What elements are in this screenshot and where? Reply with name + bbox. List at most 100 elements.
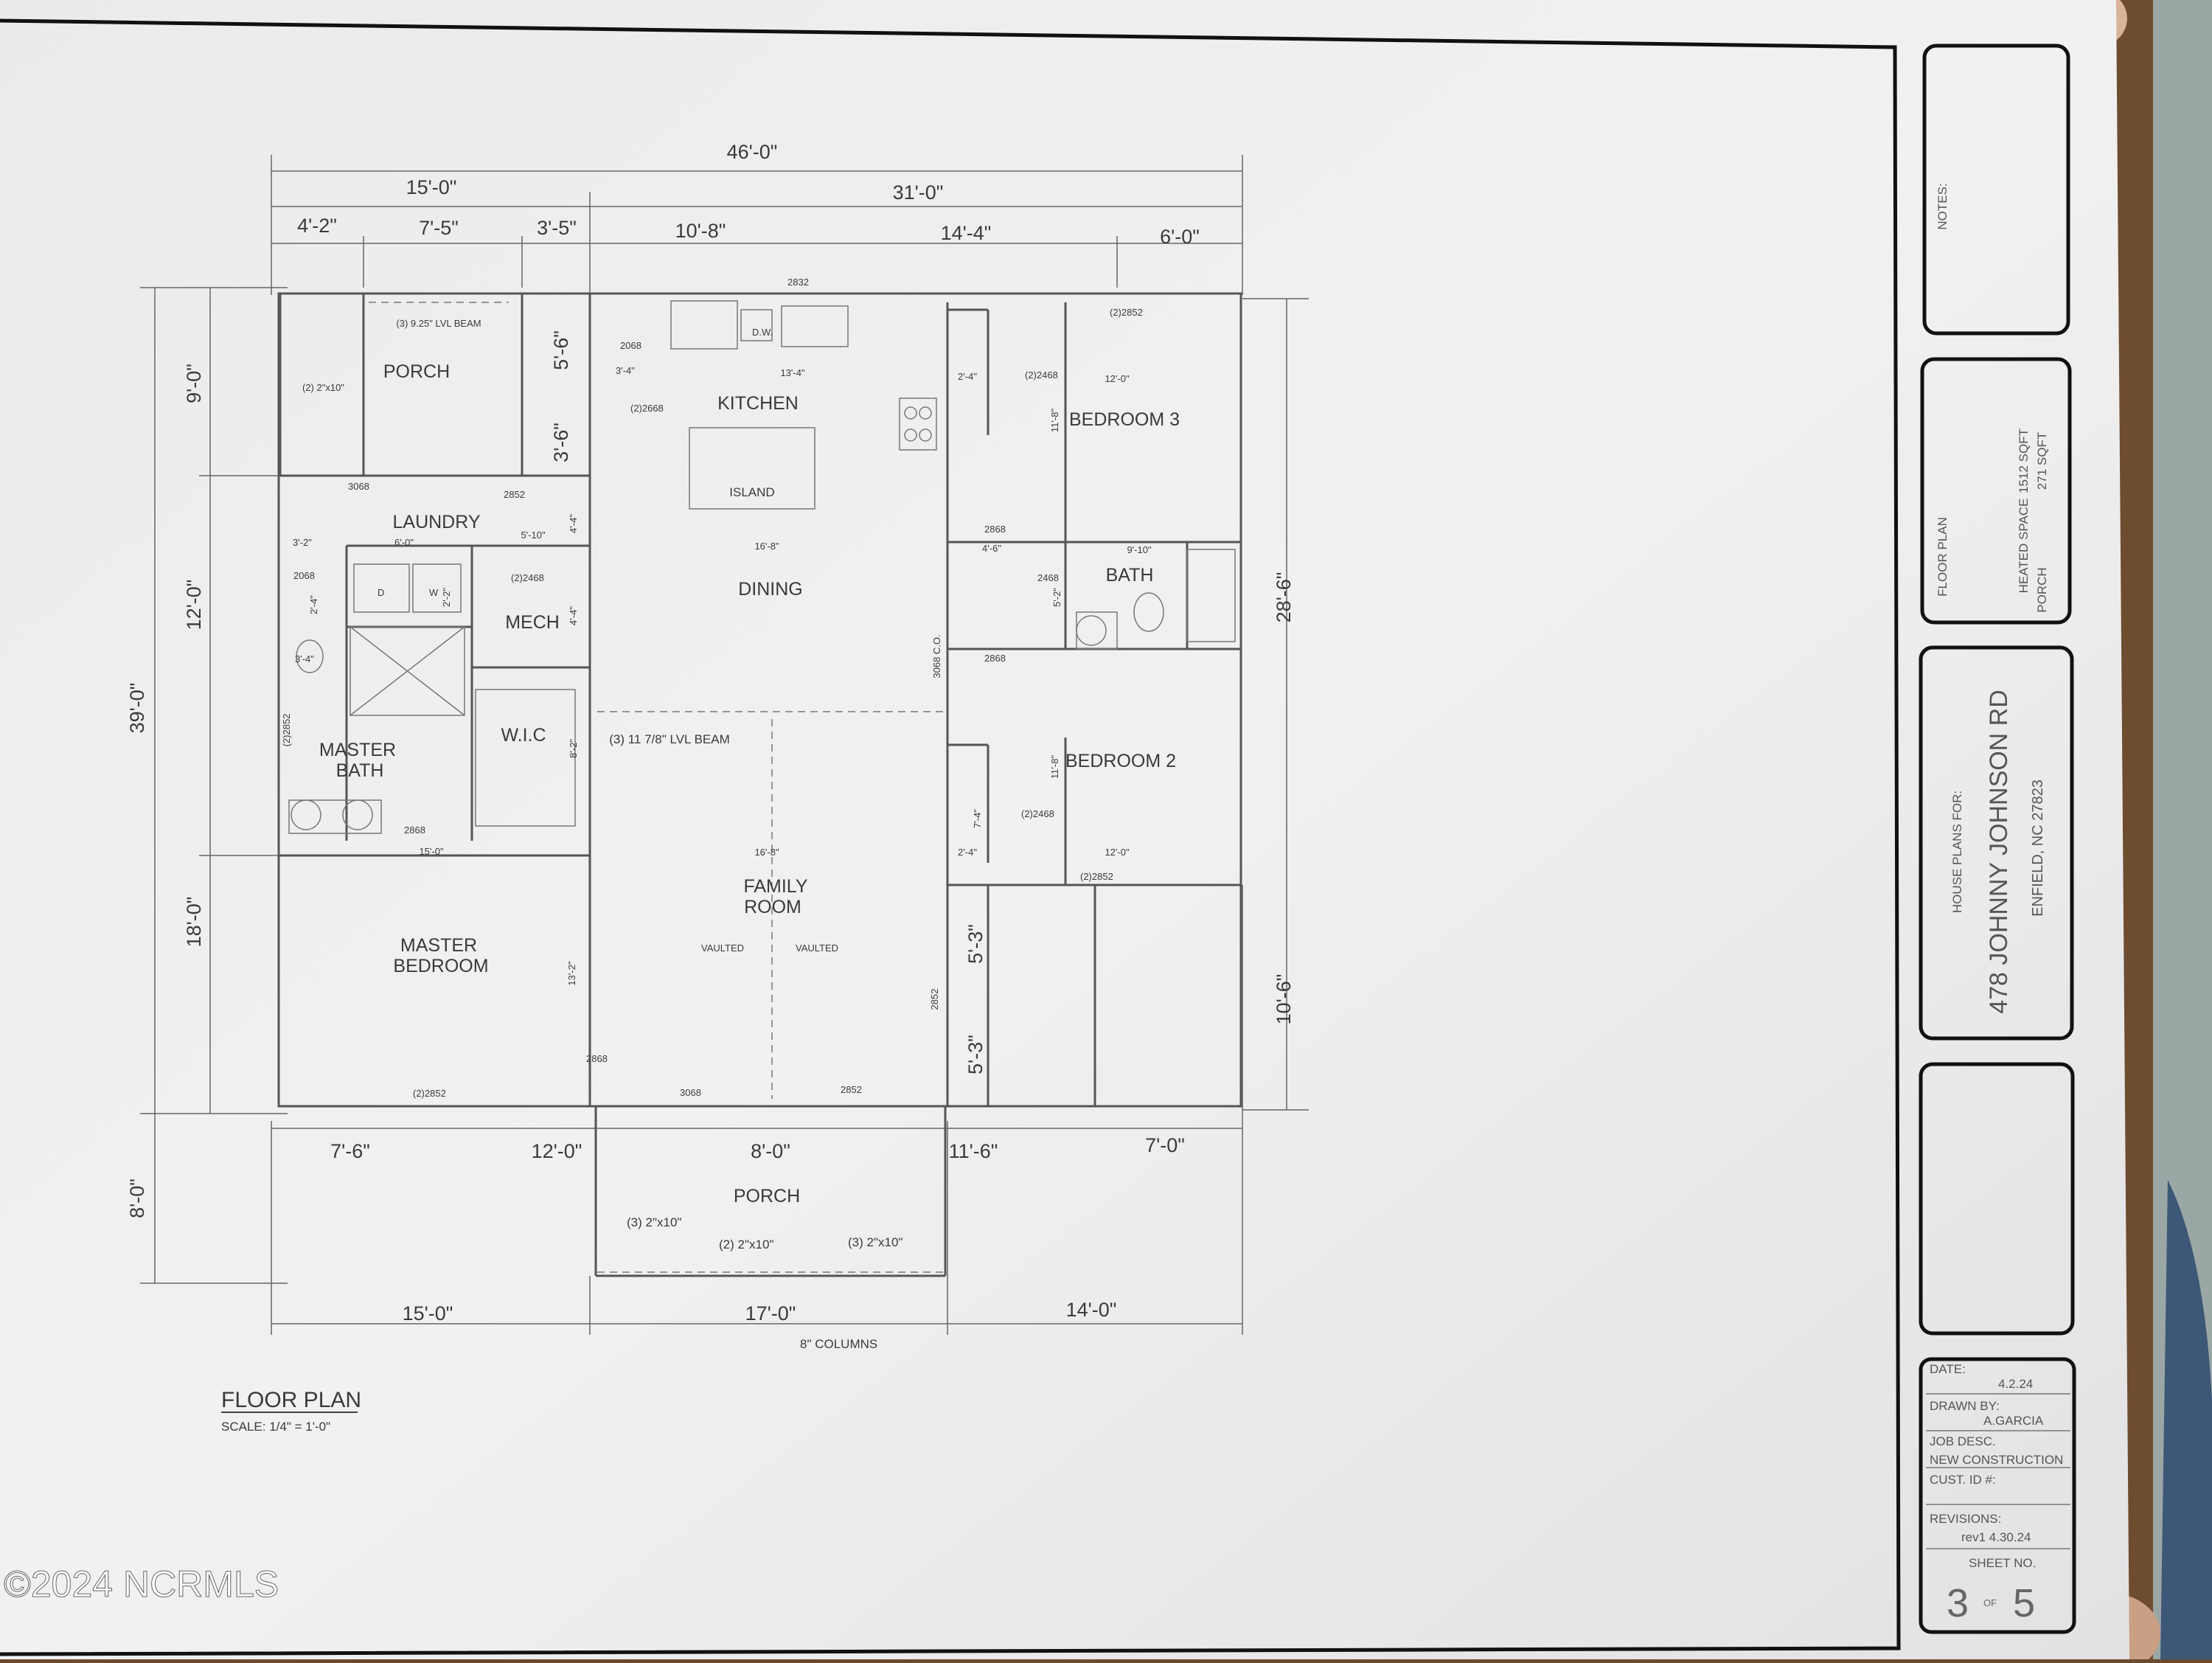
tb-cust-label: CUST. ID #: xyxy=(1930,1473,1996,1487)
mls-watermark: ©2024 NCRMLS xyxy=(4,1563,279,1605)
tb-heated-label: HEATED SPACE xyxy=(2017,499,2031,594)
tb-house-plans-for: HOUSE PLANS FOR: xyxy=(1950,791,1964,913)
dim-top-d: 10'-8" xyxy=(675,220,726,242)
sdim-lau: 6'-0" xyxy=(394,537,414,548)
border-frame xyxy=(0,18,1901,1656)
dim-bottom-b: 17'-0" xyxy=(745,1302,796,1325)
sdim-lau-h: 4'-4" xyxy=(568,514,579,533)
opening-2868c: 2868 xyxy=(586,1053,608,1064)
sdim-hall1: 2'-4" xyxy=(958,371,977,382)
tb-job-value: NEW CONSTRUCTION xyxy=(1930,1453,2063,1467)
info-box xyxy=(1919,1357,2076,1634)
sdim-b3h: 11'-8" xyxy=(1049,409,1060,433)
opening-2668: (2)2668 xyxy=(630,403,664,414)
dim-left-porch: 8'-0" xyxy=(126,1178,148,1218)
sdim-bath-h: 5'-2" xyxy=(1051,588,1062,607)
dim-mid-a: 5'-3" xyxy=(964,924,987,964)
sdim-k2: 16'-8" xyxy=(754,541,779,552)
room-kitchen: KITCHEN xyxy=(717,393,799,414)
dim-inner-a: 5'-6" xyxy=(550,330,572,370)
room-laundry: LAUNDRY xyxy=(392,512,480,532)
opening-3068a: 3068 xyxy=(348,481,369,492)
opening-2852b: (2)2852 xyxy=(1110,307,1143,318)
dim-top-total: 46'-0" xyxy=(727,141,778,163)
tb-rev-label: REVISIONS: xyxy=(1930,1512,2001,1526)
room-master-bed-2: BEDROOM xyxy=(393,956,488,976)
note-lvl-mid: (3) 11 7/8" LVL BEAM xyxy=(609,732,730,746)
note-vaulted-left: VAULTED xyxy=(701,942,744,954)
sdim-hall2: 4'-6" xyxy=(982,543,1001,554)
room-bath: BATH xyxy=(1106,565,1154,586)
tb-date-value: 4.2.24 xyxy=(1998,1377,2033,1391)
sdim-bathw: 9'-10" xyxy=(1127,544,1152,555)
sdim-pantry: 3'-4" xyxy=(616,365,635,376)
opening-2852g: 2852 xyxy=(929,989,940,1010)
sdim-b3w: 12'-0" xyxy=(1105,373,1130,384)
blank-box xyxy=(1919,1062,2075,1336)
jeans xyxy=(2160,1180,2212,1659)
opening-2068a: 2068 xyxy=(620,340,641,351)
opening-2868b: 2868 xyxy=(984,653,1006,664)
room-island: ISLAND xyxy=(729,485,774,499)
dim-bottom-c: 14'-0" xyxy=(1066,1299,1117,1321)
note-porch-3x10-left: (3) 2"x10" xyxy=(627,1215,681,1229)
tb-sheet-num: 3 xyxy=(1947,1581,1969,1625)
dim-porch-a: 7'-6" xyxy=(330,1140,370,1162)
beams xyxy=(369,302,944,1273)
note-vaulted-right: VAULTED xyxy=(796,942,838,954)
note-porch-3x10-right: (3) 2"x10" xyxy=(848,1235,902,1249)
opening-3068b: 3068 xyxy=(680,1087,701,1098)
sdim-b2h: 11'-8" xyxy=(1049,755,1060,780)
opening-2468a: (2)2468 xyxy=(511,572,544,583)
tb-heated-value: 1512 SQFT xyxy=(2017,428,2031,493)
tb-sheet-total: 5 xyxy=(2013,1581,2035,1625)
opening-2468c: (2)2468 xyxy=(1025,369,1058,381)
dim-left-a: 9'-0" xyxy=(183,364,205,403)
dim-bottom-a: 15'-0" xyxy=(403,1302,453,1325)
sdim-k1: 13'-4" xyxy=(780,367,805,378)
sdim-hall4: 7'-4" xyxy=(972,809,983,828)
dim-mid-b: 5'-3" xyxy=(964,1035,987,1074)
sdim-mbath2: 3'-4" xyxy=(295,653,314,664)
dim-porch-e: 7'-0" xyxy=(1145,1134,1185,1156)
tb-address: 478 JOHNNY JOHNSON RD xyxy=(1985,690,2013,1014)
tb-rev-value: rev1 4.30.24 xyxy=(1961,1530,2031,1544)
tb-porch-label: PORCH xyxy=(2035,567,2049,612)
note-dryer: D xyxy=(378,587,384,598)
room-family-2: ROOM xyxy=(744,897,801,917)
note-columns: 8" COLUMNS xyxy=(800,1337,877,1351)
room-bedroom2: BEDROOM 2 xyxy=(1065,751,1176,771)
sdim-mbath3: 2'-4" xyxy=(308,595,319,614)
sdim-b2w: 12'-0" xyxy=(1105,847,1130,858)
tb-sheet-of: OF xyxy=(1983,1597,1997,1608)
opening-2852e: (2)2852 xyxy=(281,714,292,747)
opening-2468b: 2468 xyxy=(1037,572,1059,583)
dim-top-e: 14'-4" xyxy=(941,222,992,244)
tb-notes: NOTES: xyxy=(1935,183,1950,229)
dim-porch-d: 11'-6" xyxy=(949,1140,998,1162)
dim-top-right: 31'-0" xyxy=(893,181,944,204)
sdim-mbath1: 3'-2" xyxy=(293,537,312,548)
note-co: 3068 C.O. xyxy=(931,634,942,678)
opening-2468d: (2)2468 xyxy=(1021,808,1054,819)
tb-plan-label: FLOOR PLAN xyxy=(1935,517,1950,597)
dim-inner-b: 3'-6" xyxy=(550,423,572,462)
dimension-lines xyxy=(140,155,1309,1335)
note-washer: W xyxy=(429,587,439,598)
room-family-1: FAMILY xyxy=(743,876,807,897)
dim-left-c: 18'-0" xyxy=(183,897,205,948)
room-dining: DINING xyxy=(738,579,803,600)
dim-right-a: 28'-6" xyxy=(1273,572,1295,623)
tb-date-label: DATE: xyxy=(1930,1362,1966,1376)
room-mech: MECH xyxy=(505,612,560,633)
dim-left-total: 39'-0" xyxy=(126,683,148,734)
opening-2852a: 2852 xyxy=(504,489,525,500)
room-porch-bottom: PORCH xyxy=(734,1186,800,1207)
tb-drawn-value: A.GARCIA xyxy=(1983,1414,2044,1428)
dim-top-b: 7'-5" xyxy=(419,217,459,239)
opening-2868d: 2868 xyxy=(404,824,425,836)
tb-drawn-label: DRAWN BY: xyxy=(1930,1399,2000,1413)
note-lvl-top: (3) 9.25" LVL BEAM xyxy=(396,318,481,329)
sdim-hall3: 2'-4" xyxy=(958,847,977,858)
